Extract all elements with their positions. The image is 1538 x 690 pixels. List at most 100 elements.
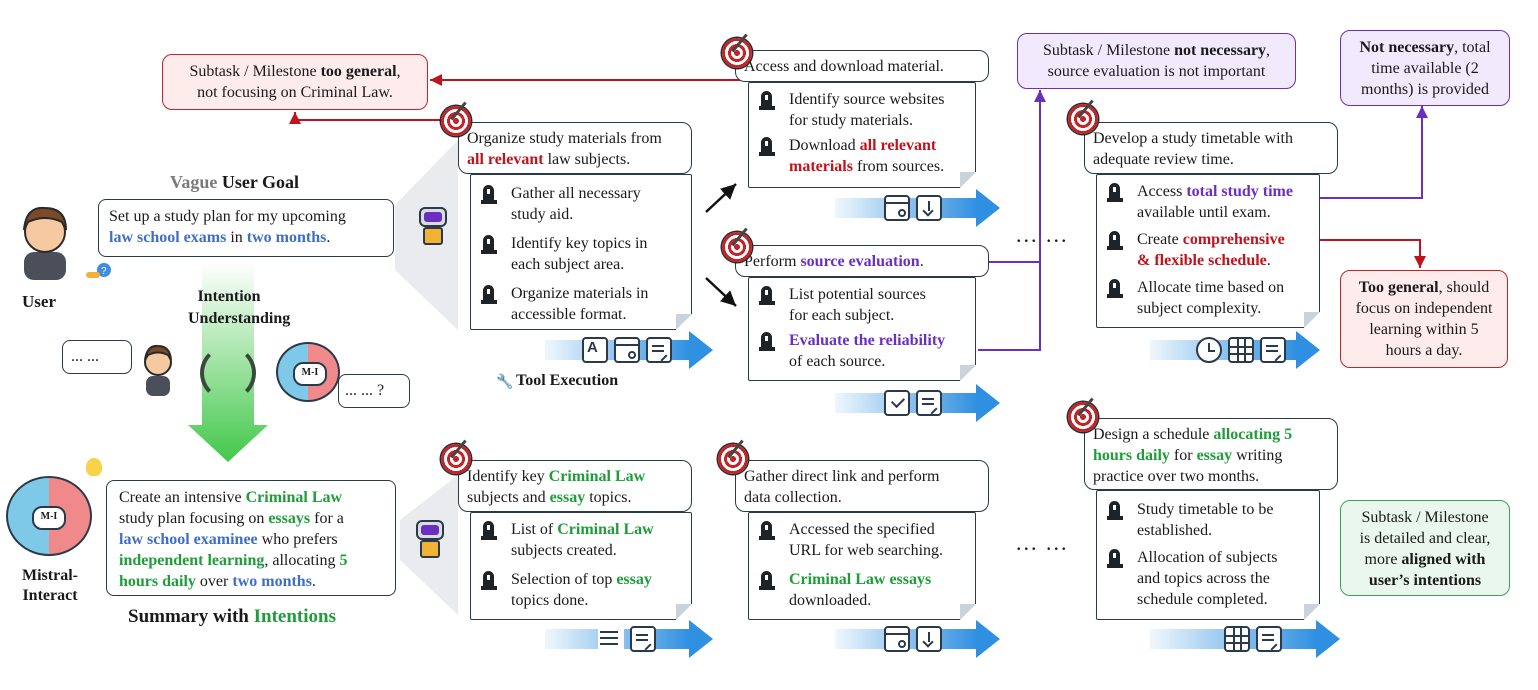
item-text: Download — [789, 137, 856, 154]
edit-doc-icon — [630, 626, 656, 652]
list-item: List of Criminal Law subjects created. — [481, 519, 685, 561]
summary-title: Summary with Intentions — [128, 606, 336, 628]
mistral-brain-label: M-I — [32, 506, 66, 530]
item-text: for study materials. — [789, 112, 913, 129]
vague-goal-bubble: Set up a study plan for my upcoming law … — [98, 199, 394, 257]
target-icon — [441, 106, 471, 136]
summary-period: . — [311, 573, 316, 590]
title-text: Gather direct link and perform — [744, 468, 940, 485]
summary-text: study plan focusing on — [119, 510, 265, 527]
tombstone-bullet-icon — [1107, 279, 1123, 299]
title-hl: essay — [1196, 447, 1233, 464]
ellipsis-bubble-right: ... ... ? — [338, 374, 410, 408]
tombstone-bullet-icon — [1107, 231, 1123, 251]
user-goal-word: User Goal — [221, 172, 300, 192]
note-too-general-right: Too general, should focus on independent… — [1340, 270, 1508, 368]
user-label: User — [22, 292, 56, 311]
mistral-line1: Mistral- — [22, 567, 78, 584]
title-text: for — [1173, 447, 1193, 464]
item-text: Allocation of subjects — [1137, 549, 1278, 566]
note-aligned: Subtask / Milestone is detailed and clea… — [1340, 500, 1510, 596]
ellipsis-bottom: ... ... — [1016, 530, 1069, 555]
intention-label: Intention — [192, 288, 266, 306]
note-text: months) is provided — [1361, 81, 1489, 98]
item-text: subjects created. — [511, 542, 617, 559]
note-text: more — [1364, 551, 1398, 568]
summary-title-intentions: Intentions — [253, 606, 336, 627]
item-text: URL for web searching. — [789, 542, 944, 559]
item-hl: & flexible schedule — [1137, 252, 1267, 269]
title-text: Develop a study timetable with — [1093, 130, 1293, 147]
item-hl: total study time — [1186, 183, 1293, 200]
robot-icon — [412, 518, 448, 562]
page-fold — [1304, 312, 1320, 328]
tombstone-bullet-icon — [481, 185, 497, 205]
item-hl: comprehensive — [1182, 231, 1285, 248]
robot-icon — [415, 205, 451, 249]
table-icon — [1228, 337, 1254, 363]
summary-hl-hours: hours daily — [119, 573, 196, 590]
item-hl: all relevant — [859, 137, 937, 154]
intention-line1: Intention — [197, 288, 261, 305]
title-hl: Criminal Law — [548, 468, 646, 485]
tombstone-bullet-icon — [759, 332, 775, 352]
note-text: , — [1266, 42, 1271, 59]
note-bold: too general — [320, 63, 397, 80]
summary-text: over — [199, 573, 229, 590]
item-text: Study timetable to be — [1137, 501, 1274, 518]
note-text: hours a day. — [1385, 342, 1463, 359]
checkbox-edit-icon — [884, 390, 910, 416]
vague-goal-title: Vague User Goal — [170, 172, 299, 193]
title-text: practice over two months. — [1093, 468, 1260, 485]
download-icon — [916, 626, 942, 652]
title-text: writing — [1236, 447, 1283, 464]
cycle-icon — [200, 345, 256, 401]
item-text: List of — [511, 521, 554, 538]
summary-hl-independent: independent learning — [119, 552, 265, 569]
edit-doc-icon — [916, 390, 942, 416]
note-text: Subtask / Milestone — [189, 63, 317, 80]
summary-title-part1: Summary with — [128, 606, 249, 627]
note-not-necessary-right: Not necessary, total time available (2 m… — [1340, 30, 1510, 106]
toolset — [884, 195, 942, 221]
brain-icon: M-I — [276, 342, 340, 402]
item-text: accessible format. — [511, 306, 627, 323]
item-hl: Criminal Law — [557, 521, 654, 538]
item-text: Identify key topics in — [511, 235, 648, 252]
font-edit-icon — [582, 337, 608, 363]
note-text: , should — [1438, 279, 1490, 296]
item-hl: materials — [789, 158, 853, 175]
item-text: each subject area. — [511, 256, 625, 273]
mistral-brain-icon: M-I — [6, 476, 92, 556]
note-text: Subtask / Milestone — [1042, 42, 1171, 59]
goal-highlight-months: two months — [246, 229, 327, 246]
item-text: Accessed the specified — [789, 521, 935, 538]
subtask-organize-title: Organize study materials from all releva… — [458, 122, 692, 174]
title-text: subjects and — [467, 489, 546, 506]
download-icon — [916, 195, 942, 221]
user-small-icon — [138, 342, 178, 396]
note-not-necessary-top: Subtask / Milestone not necessary, sourc… — [1017, 33, 1296, 89]
mistral-label: Mistral- Interact — [8, 566, 92, 606]
summary-bubble: Create an intensive Criminal Law study p… — [106, 480, 396, 596]
note-text: is detailed and clear, — [1359, 530, 1491, 547]
item-text: Create — [1137, 231, 1179, 248]
clock-icon — [1196, 337, 1222, 363]
summary-text: , allocating — [264, 552, 336, 569]
edit-doc-icon — [1260, 337, 1286, 363]
summary-hl-5: 5 — [339, 552, 348, 569]
title-hl: all relevant — [467, 151, 544, 168]
note-bold: aligned with — [1401, 551, 1486, 568]
target-icon — [441, 444, 471, 474]
item-text: . — [1266, 252, 1271, 269]
item-text: study aid. — [511, 206, 574, 223]
